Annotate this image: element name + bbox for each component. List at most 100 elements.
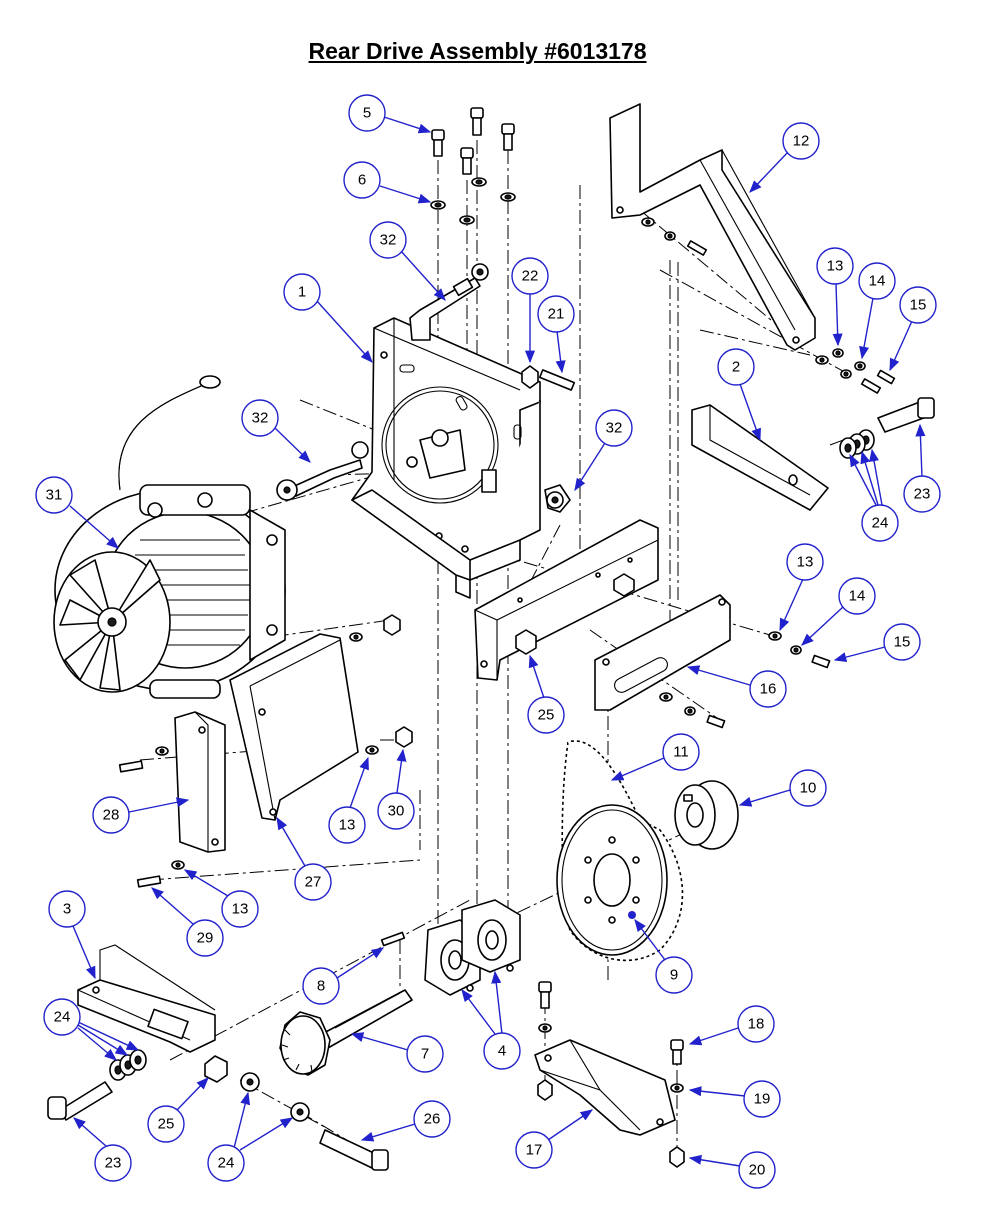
part-3-bracket bbox=[77, 944, 216, 1053]
callout-28-label: 28 bbox=[103, 807, 120, 824]
callout-16: 16 bbox=[686, 665, 787, 708]
callout-3-label: 3 bbox=[63, 901, 71, 918]
callout-24-left-label: 24 bbox=[54, 1009, 71, 1026]
part-28-plate bbox=[174, 711, 226, 853]
center-cross-bar bbox=[474, 519, 659, 681]
callout-15-upper-right: 15 bbox=[889, 286, 937, 372]
callout-31-label: 31 bbox=[46, 487, 63, 504]
callout-15-upper-right-label: 15 bbox=[910, 297, 927, 314]
callout-23-right: 23 bbox=[903, 423, 941, 513]
callout-19: 19 bbox=[688, 1080, 781, 1118]
callout-19-label: 19 bbox=[754, 1091, 771, 1108]
callout-10-label: 10 bbox=[800, 780, 817, 797]
hardware-left bbox=[118, 614, 413, 888]
callout-14-upper-right-label: 14 bbox=[869, 273, 886, 290]
callout-11-label: 11 bbox=[673, 744, 689, 761]
callout-13-upper-right-label: 13 bbox=[827, 258, 844, 275]
callout-13-lower-left: 13 bbox=[183, 869, 259, 928]
callout-26-label: 26 bbox=[424, 1111, 441, 1128]
callout-12-label: 12 bbox=[793, 133, 810, 150]
callout-14-upper-right: 14 bbox=[858, 262, 896, 360]
callout-8-label: 8 bbox=[317, 978, 325, 995]
callout-30-label: 30 bbox=[388, 803, 405, 820]
callout-24-right-label: 24 bbox=[872, 515, 889, 532]
callout-17-label: 17 bbox=[526, 1142, 543, 1159]
part-21-22-bolt-nut bbox=[521, 365, 576, 391]
callout-13-upper-right: 13 bbox=[816, 247, 854, 347]
callout-10: 10 bbox=[738, 769, 827, 807]
callout-4: 4 bbox=[461, 970, 521, 1070]
callout-24-right: 24 bbox=[849, 448, 899, 542]
callout-32-top-label: 32 bbox=[380, 232, 397, 249]
callout-13-mid-right-label: 13 bbox=[797, 554, 814, 571]
callout-25-lower-label: 25 bbox=[158, 1116, 175, 1133]
callout-14-mid-right-label: 14 bbox=[849, 588, 866, 605]
callout-8: 8 bbox=[302, 947, 385, 1005]
callout-7: 7 bbox=[350, 1032, 444, 1073]
callout-9-label: 9 bbox=[670, 967, 678, 984]
callout-32-right: 32 bbox=[574, 409, 633, 492]
part-27-box bbox=[229, 633, 359, 821]
callout-15-mid-right-label: 15 bbox=[894, 634, 911, 651]
callout-2-label: 2 bbox=[732, 359, 740, 376]
callout-20: 20 bbox=[688, 1151, 776, 1189]
callout-29: 29 bbox=[151, 887, 224, 957]
part-4-bearings bbox=[424, 899, 521, 996]
callout-32-top: 32 bbox=[369, 221, 446, 301]
callout-28: 28 bbox=[92, 796, 190, 834]
callout-24-bottom: 24 bbox=[207, 1091, 294, 1182]
part-10-hub bbox=[674, 780, 739, 850]
callout-12: 12 bbox=[749, 122, 820, 193]
callout-5-label: 5 bbox=[363, 105, 371, 122]
callout-24-left: 24 bbox=[43, 998, 140, 1061]
diagram-title: Rear Drive Assembly #6013178 bbox=[308, 38, 647, 64]
callout-32-left: 32 bbox=[241, 399, 311, 463]
callout-20-label: 20 bbox=[749, 1162, 766, 1179]
top-hardware bbox=[430, 107, 516, 225]
part-7-shaft-gear bbox=[279, 989, 413, 1076]
part-12-upper-bracket bbox=[609, 103, 896, 394]
callout-23-left-label: 23 bbox=[105, 1155, 122, 1172]
callout-3: 3 bbox=[48, 890, 96, 980]
callout-21: 21 bbox=[537, 295, 575, 374]
callout-16-label: 16 bbox=[760, 681, 777, 698]
callout-32-left-label: 32 bbox=[252, 410, 269, 427]
part-9-sprocket bbox=[556, 804, 668, 956]
callout-18: 18 bbox=[688, 1005, 775, 1046]
callout-13-center: 13 bbox=[328, 756, 369, 844]
callout-4-label: 4 bbox=[498, 1043, 506, 1060]
lower-left-hardware bbox=[47, 1049, 389, 1171]
callout-31: 31 bbox=[35, 476, 119, 549]
callout-25-lower: 25 bbox=[147, 1077, 209, 1143]
callout-11: 11 bbox=[610, 733, 700, 781]
part-8-key bbox=[380, 931, 406, 947]
callout-22-label: 22 bbox=[522, 268, 539, 285]
callout-17: 17 bbox=[515, 1109, 594, 1169]
callout-18-label: 18 bbox=[748, 1016, 765, 1033]
callout-22: 22 bbox=[511, 257, 549, 364]
callout-21-label: 21 bbox=[548, 306, 565, 323]
callout-24-bottom-label: 24 bbox=[218, 1155, 235, 1172]
callout-5: 5 bbox=[348, 94, 432, 134]
callout-29-label: 29 bbox=[197, 930, 214, 947]
part-32-linkages bbox=[276, 263, 571, 513]
part-17-lower-bracket bbox=[534, 981, 685, 1168]
callout-27: 27 bbox=[276, 816, 332, 901]
callout-23-left: 23 bbox=[73, 1117, 132, 1182]
callout-27-label: 27 bbox=[305, 874, 322, 891]
part-16-bracket bbox=[594, 594, 831, 729]
callout-13-lower-left-label: 13 bbox=[232, 901, 249, 918]
callout-1: 1 bbox=[283, 273, 373, 363]
callout-13-center-label: 13 bbox=[339, 817, 356, 834]
callout-2: 2 bbox=[717, 348, 761, 442]
part-23-24-right bbox=[839, 397, 935, 459]
callout-15-mid-right: 15 bbox=[833, 623, 921, 663]
callout-9: 9 bbox=[634, 918, 693, 994]
callout-7-label: 7 bbox=[421, 1046, 429, 1063]
callout-26: 26 bbox=[360, 1100, 451, 1142]
callout-13-mid-right: 13 bbox=[779, 543, 824, 632]
callouts: 5 6 32 1 22 bbox=[35, 94, 941, 1189]
callout-14-mid-right: 14 bbox=[801, 577, 876, 646]
